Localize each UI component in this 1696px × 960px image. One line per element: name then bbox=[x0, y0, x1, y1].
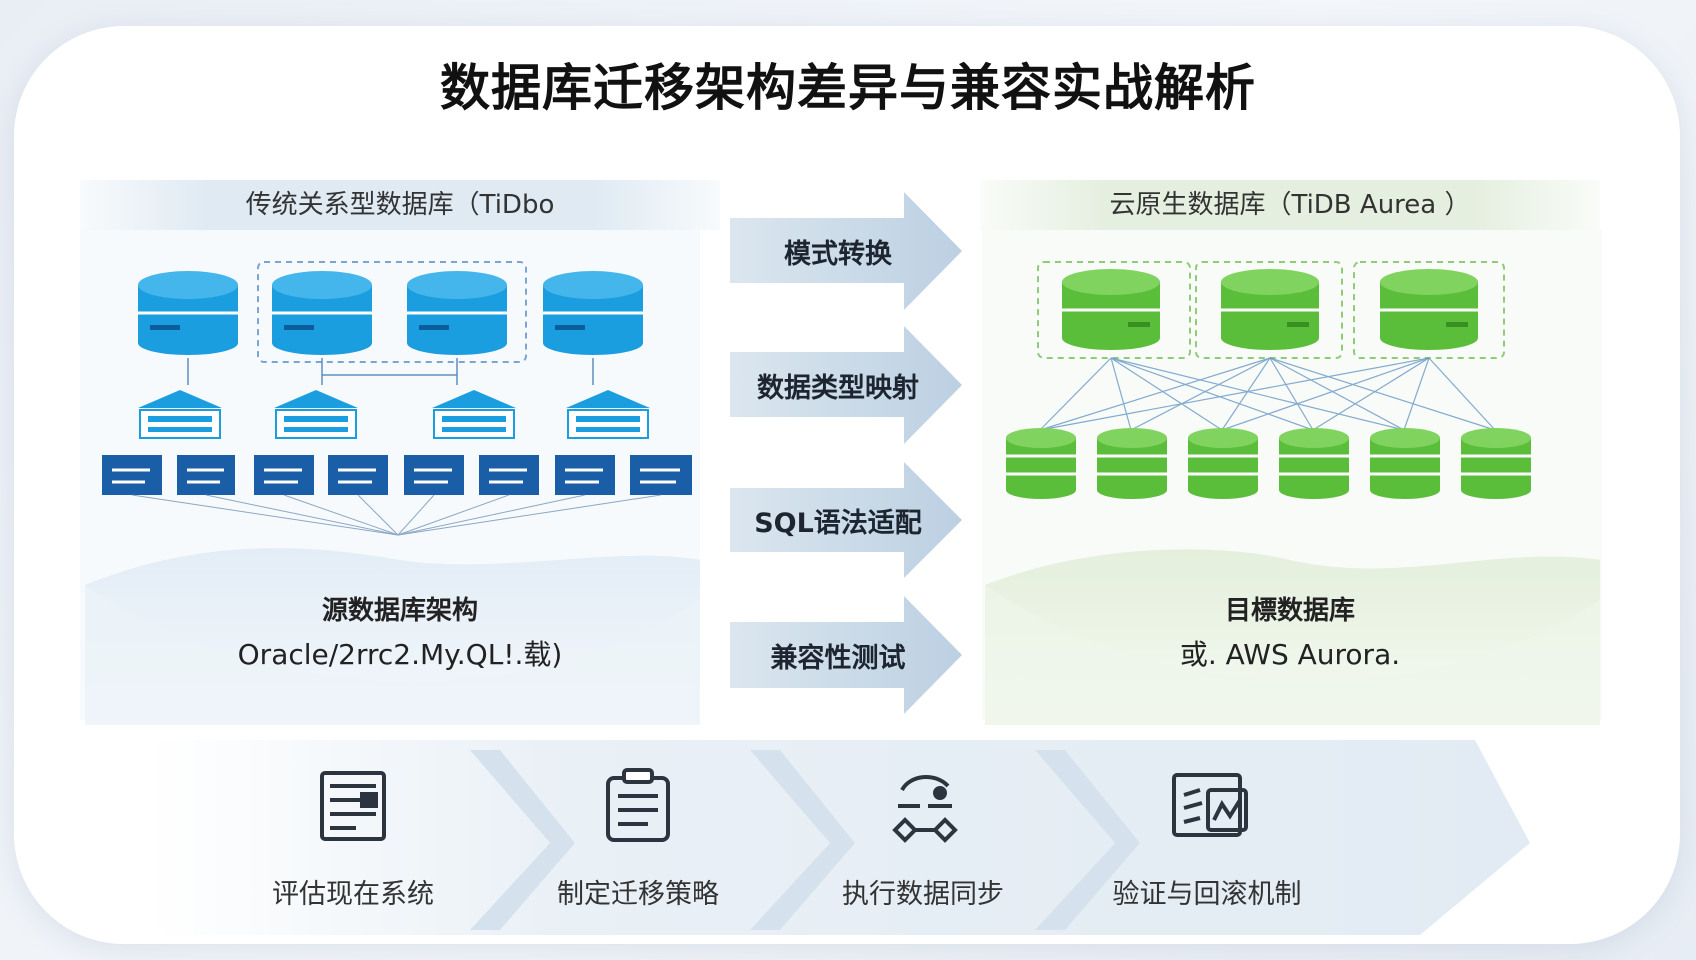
step-sql-adaptation: SQL语法适配 bbox=[754, 508, 922, 539]
target-panel-header: 云原生数据库（TiDB Aurea ） bbox=[980, 180, 1600, 230]
cluster-outline bbox=[257, 261, 527, 363]
db-cylinder-icon bbox=[1221, 269, 1319, 350]
sync-network-icon bbox=[892, 775, 958, 843]
process-step-verify: 验证与回滚机制 bbox=[1112, 879, 1302, 910]
arrow-right-icon bbox=[730, 462, 962, 578]
db-cylinder-icon bbox=[1370, 428, 1440, 499]
step-schema-conversion: 模式转换 bbox=[784, 239, 892, 270]
source-caption-title: 源数据库架构 bbox=[321, 596, 478, 626]
db-cylinder-icon bbox=[1062, 269, 1160, 350]
db-cylinder-icon bbox=[272, 271, 372, 355]
arrow-right-icon bbox=[730, 192, 962, 310]
process-band bbox=[150, 740, 1530, 935]
source-panel-header: 传统关系型数据库（TiDbo bbox=[80, 180, 720, 230]
db-cylinder-icon bbox=[543, 271, 643, 355]
source-caption-subtitle: Oracle/2rrc2.My.QL!.载) bbox=[237, 638, 563, 671]
chevron-right-icon bbox=[470, 750, 575, 930]
source-caption: 源数据库架构 Oracle/2rrc2.My.QL!.载) bbox=[190, 590, 610, 673]
step-datatype-mapping: 数据类型映射 bbox=[757, 373, 919, 404]
page-title: 数据库迁移架构差异与兼容实战解析 bbox=[440, 59, 1256, 117]
db-cylinder-icon bbox=[1006, 428, 1076, 499]
target-caption: 目標数据库 或. AWS Aurora. bbox=[1080, 590, 1500, 673]
server-node-icon bbox=[274, 390, 358, 439]
storage-block-row bbox=[102, 455, 692, 495]
arrow-right-icon bbox=[730, 326, 962, 444]
target-caption-subtitle: 或. AWS Aurora. bbox=[1179, 638, 1401, 671]
db-cylinder-icon bbox=[1380, 269, 1478, 350]
db-cylinder-icon bbox=[1097, 428, 1167, 499]
migration-arrows bbox=[730, 192, 962, 714]
target-caption-title: 目標数据库 bbox=[1224, 596, 1355, 626]
process-step-plan: 制定迁移策略 bbox=[557, 879, 719, 910]
chevron-right-icon bbox=[750, 750, 855, 930]
server-node-icon bbox=[566, 390, 650, 439]
target-panel bbox=[982, 230, 1602, 725]
clipboard-icon bbox=[606, 768, 670, 842]
db-cylinder-icon bbox=[1279, 428, 1349, 499]
document-list-icon bbox=[320, 771, 386, 841]
chevron-right-icon bbox=[1035, 750, 1140, 930]
db-cylinder-icon bbox=[1461, 428, 1531, 499]
step-compat-testing: 兼容性测试 bbox=[770, 643, 906, 674]
server-node-icon bbox=[138, 390, 222, 439]
db-cylinder-icon bbox=[407, 271, 507, 355]
source-panel bbox=[80, 230, 700, 725]
db-cylinder-icon bbox=[138, 271, 238, 355]
server-node-icon bbox=[432, 390, 516, 439]
process-step-sync: 执行数据同步 bbox=[842, 879, 1004, 910]
verify-chart-icon bbox=[1172, 773, 1248, 837]
process-step-assess: 评估现在系统 bbox=[272, 879, 434, 910]
arrow-right-icon bbox=[730, 596, 962, 714]
db-cylinder-icon bbox=[1188, 428, 1258, 499]
